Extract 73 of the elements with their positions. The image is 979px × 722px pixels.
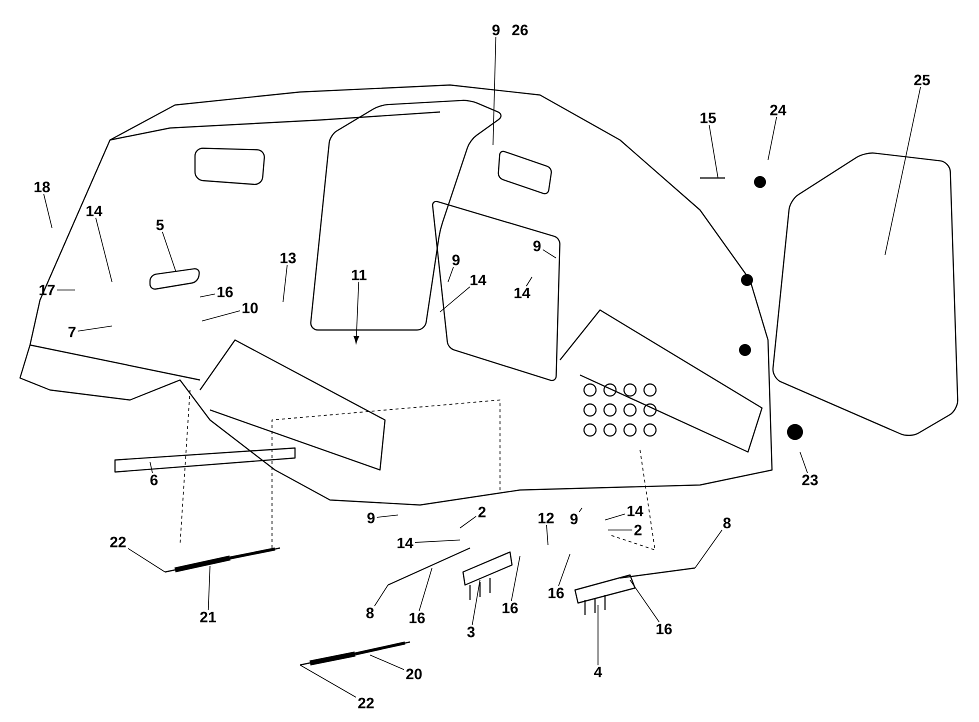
- callout-number: 9: [367, 512, 375, 524]
- callout-number: 14: [86, 206, 102, 216]
- callout-number: 16: [410, 612, 425, 624]
- callout-number: 7: [68, 326, 76, 338]
- leader-line: [77, 326, 112, 332]
- leader-line: [492, 36, 496, 146]
- callout-number: 22: [110, 536, 126, 548]
- leader-line: [546, 524, 548, 546]
- callout-number: 13: [280, 252, 296, 264]
- callout-number: 14: [470, 274, 486, 286]
- leader-line: [282, 264, 288, 302]
- callout-number: 11: [352, 270, 367, 280]
- callout-number: 15: [700, 112, 716, 124]
- leader-line: [43, 194, 52, 228]
- callout-number: 8: [723, 518, 731, 528]
- leader-line: [578, 508, 582, 512]
- leader-line: [162, 232, 176, 272]
- callout-number: 16: [502, 602, 518, 614]
- callout-number: 14: [514, 288, 530, 298]
- callout-number: 24: [770, 104, 786, 116]
- callout-number: 8: [366, 608, 374, 618]
- callout-number: 20: [406, 668, 422, 680]
- leader-line: [708, 124, 718, 178]
- callout-number: 25: [914, 74, 930, 86]
- callout-number: 3: [467, 626, 475, 638]
- leader-line: [558, 554, 570, 586]
- callout-number: 21: [200, 612, 216, 622]
- leader-line: [354, 281, 360, 344]
- leader-line: [630, 580, 660, 622]
- leader-line: [374, 584, 388, 606]
- leader-line: [376, 514, 398, 518]
- leader-line: [448, 266, 454, 282]
- leader-line: [208, 566, 210, 610]
- callout-number: 16: [548, 588, 564, 598]
- leader-line: [604, 514, 626, 520]
- leader-line: [472, 580, 480, 626]
- leader-line: [202, 310, 240, 322]
- callout-number: 18: [34, 182, 50, 192]
- callout-number: 4: [594, 666, 602, 678]
- leader-line: [884, 86, 921, 256]
- callout-number: 14: [398, 538, 414, 548]
- callout-number: 16: [218, 286, 233, 298]
- callout-number: 9: [570, 514, 578, 524]
- leader-line: [526, 276, 532, 287]
- callout-number: 14: [628, 506, 644, 516]
- leader-line: [300, 664, 356, 698]
- leader-line: [460, 516, 477, 528]
- leader-line: [200, 294, 216, 298]
- callout-number: 16: [656, 624, 672, 634]
- callout-number: 5: [156, 220, 164, 230]
- leader-line: [510, 556, 520, 602]
- callout-number: 2: [478, 506, 486, 518]
- leader-line: [418, 568, 432, 612]
- callout-number: 10: [242, 302, 258, 314]
- leader-line: [150, 462, 153, 474]
- leader-line: [414, 540, 460, 543]
- callout-number: 9: [452, 254, 460, 266]
- callout-number: 9: [492, 24, 500, 36]
- leader-line: [542, 249, 556, 258]
- leader-line: [694, 530, 722, 568]
- callout-number: 9: [533, 240, 541, 252]
- leader-line: [370, 654, 404, 670]
- callout-number: 26: [512, 24, 528, 36]
- callout-number: 23: [802, 474, 818, 486]
- callout-number: 22: [358, 698, 374, 708]
- leader-line: [95, 217, 112, 282]
- leader-line: [128, 548, 166, 572]
- callout-number: 6: [150, 474, 158, 486]
- leader-line: [768, 116, 778, 160]
- callout-number: 2: [634, 524, 642, 536]
- leader-line: [440, 286, 470, 312]
- callout-number: 12: [538, 512, 554, 524]
- leader-line: [800, 452, 808, 474]
